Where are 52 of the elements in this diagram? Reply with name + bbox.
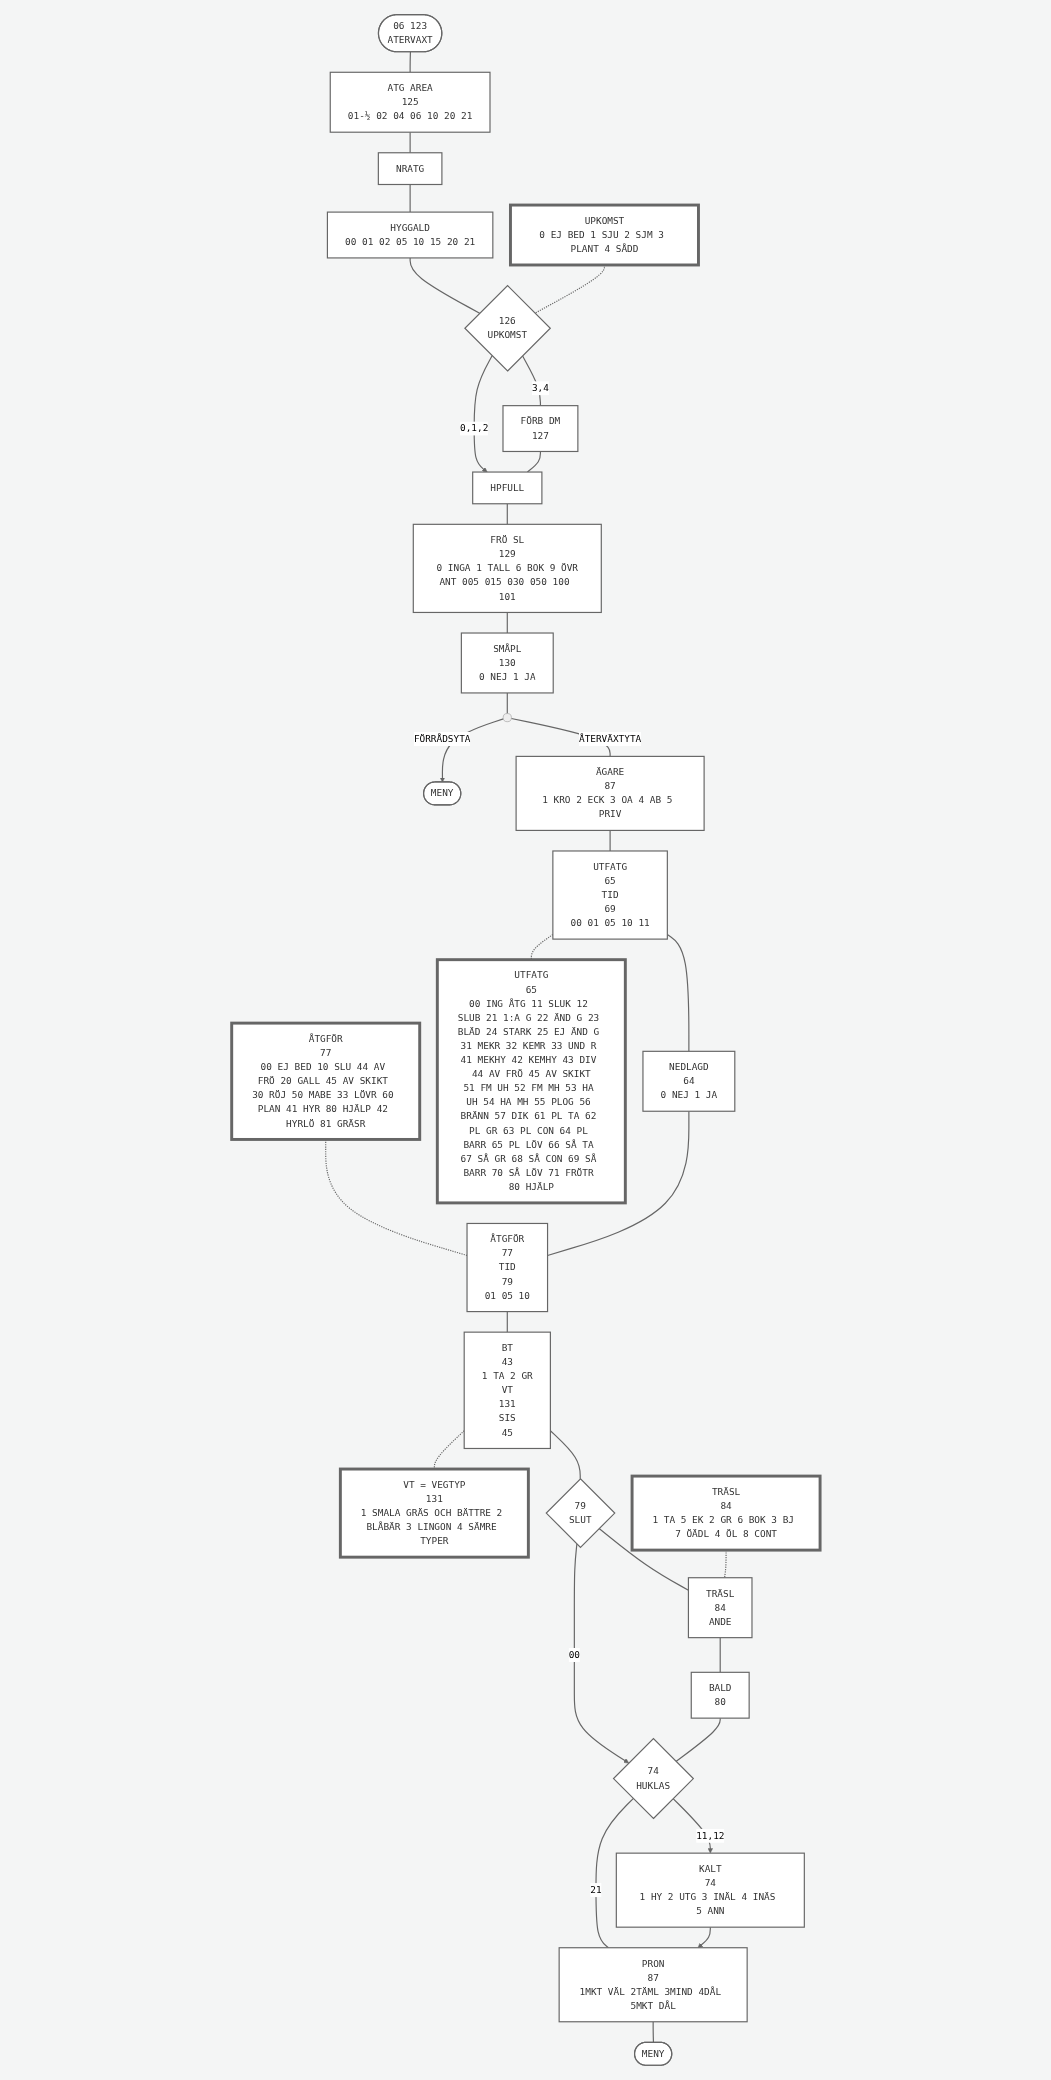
node-box: NEDLAGD 64 0 NEJ 1 JA [642, 1050, 735, 1112]
node-box: FRÖ SL 129 0 INGA 1 TALL 6 BOK 9 ÖVR ANT 005 015 030 050 100 101 [412, 523, 602, 614]
connector [598, 1527, 689, 1591]
connector [595, 1797, 634, 1949]
edge-label: FÖRRÅDSYTA [413, 733, 471, 745]
node-diamond: 79 SLUT [545, 1478, 616, 1549]
connector [533, 264, 605, 314]
edge-label: 11,12 [695, 1829, 725, 1842]
edge-label: 0,1,2 [459, 422, 488, 434]
node-box: FÖRB DM 127 [502, 405, 579, 453]
connector [675, 1717, 721, 1763]
connector [506, 503, 508, 525]
connector [521, 355, 541, 407]
node-box: ÅTGFÖR 77 00 EJ BED 10 SLU 44 AV FRÖ 20 GALL 45 AV SKIKT 30 RÖJ 50 MABE 33 LÖVR 60 PLAN 41 HYR 80 HJÄLP 42 HYRLÖ 81 GRÄSR [229, 1021, 421, 1141]
node-box: HPFULL [471, 471, 543, 505]
connector [506, 692, 508, 715]
connector [609, 829, 611, 852]
connector [526, 450, 541, 473]
node-box: VT = VEGTYP 131 1 SMALA GRÄS OCH BÄTTRE 2 BLÅBÄR 3 LINGON 4 SÄMRE TYPER [338, 1467, 530, 1559]
arrow [473, 355, 493, 473]
node-circle [502, 713, 512, 723]
edge-label: 21 [589, 1884, 602, 1896]
connector [409, 257, 480, 314]
node-box: UPKOMST 0 EJ BED 1 SJU 2 SJM 3 PLANT 4 SÅDD [508, 203, 700, 267]
arrow [697, 1926, 711, 1948]
connector [719, 1637, 721, 1673]
node-box: UTFATG 65 TID 69 00 01 05 10 11 [551, 850, 668, 940]
connector [666, 933, 690, 1052]
node-box: UTFATG 65 00 ING ÅTG 11 SLUK 12 SLUB 21 1:A G 22 ÄND G 23 BLÄD 24 STARK 25 EJ ÄND G 31 MEKR 32 KEMR 33 UND R 41 MEKHY 42 KEMHY 43 DIV 44 AV FRÖ 45 AV SKIKT 51 FM UH 52 FM MH 53 HA UH 54 HA MH 55 PLOG 56 BRÄNN 57 DIK 61 PL TA 62 PL GR 63 PL CON 64 PL BARR 65 PL LÖV 66 SÅ TA 67 SÅ GR 68 SÅ CON 69 SÅ BARR 70 SÅ LÖV 71 FRÖTR 80 HJÄLP [435, 958, 627, 1205]
connector [409, 51, 411, 73]
node-box: ÄGARE 87 1 KRO 2 ECK 3 OA 4 AB 5 PRIV [515, 755, 705, 831]
edge-label: ÅTERVÄXTYTA [578, 733, 641, 745]
node-box: BT 43 1 TA 2 GR VT 131 SIS 45 [463, 1331, 551, 1450]
node-box: BALD 80 [690, 1671, 750, 1719]
node-box: SMÅPL 130 0 NEJ 1 JA [460, 632, 554, 694]
node-box: HYGGALD 00 01 02 05 10 15 20 21 [326, 211, 494, 259]
node-box: ATG AREA 125 01-½ 02 04 06 10 20 21 [329, 71, 491, 133]
node-box: ÅTGFÖR 77 TID 79 01 05 10 [466, 1222, 548, 1313]
node-diamond: 74 HUKLAS [612, 1737, 694, 1820]
connector [409, 131, 411, 154]
node-box: PRON 87 1MKT VÄL 2TÄML 3MIND 4DÅL 5MKT DÅL [558, 1947, 748, 2023]
node-box: KALT 74 1 HY 2 UTG 3 INÄL 4 INÄS 5 ANN [615, 1852, 805, 1928]
connector [506, 611, 508, 634]
connector [506, 1311, 508, 1333]
connector [409, 183, 411, 213]
edge-label: 3,4 [531, 382, 549, 394]
node-box: TRÄSL 84 1 TA 5 EK 2 GR 6 BOK 3 BJ 7 ÖÄDL 4 ÖL 8 CONT [630, 1474, 822, 1552]
edge-label: 00 [568, 1649, 580, 1661]
node-box: TRÄSL 84 ANDE [687, 1577, 753, 1639]
connector [652, 2021, 654, 2044]
node-diamond: 126 UPKOMST [463, 284, 551, 372]
node-box: NRATG [377, 152, 443, 186]
